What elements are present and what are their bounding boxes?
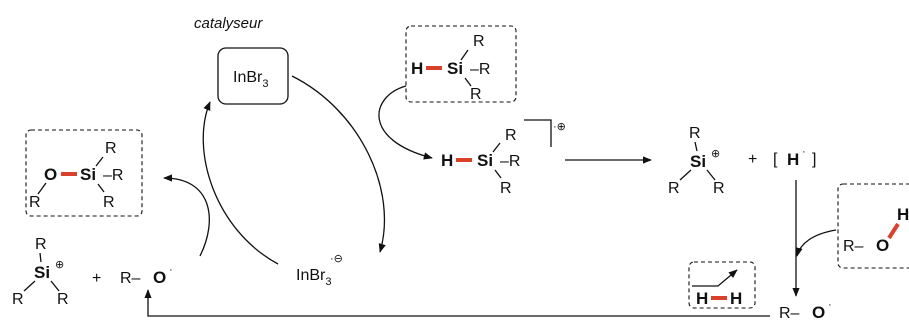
- svg-text:R: R: [103, 194, 115, 211]
- svg-text:·: ·: [802, 146, 806, 158]
- svg-text:O: O: [153, 268, 166, 287]
- svg-text:H: H: [441, 151, 453, 170]
- svg-text:H: H: [730, 289, 742, 308]
- arrow-alcohol-in: [795, 229, 837, 257]
- svg-text:Si: Si: [477, 151, 493, 170]
- svg-text:–R: –R: [470, 61, 490, 78]
- svg-text:R: R: [713, 180, 725, 197]
- silylium-ion-left: R Si ⊕ R R: [12, 236, 69, 308]
- svg-text:R: R: [505, 127, 517, 144]
- svg-text:R: R: [57, 291, 69, 308]
- plus-sign-left: +: [92, 270, 101, 287]
- svg-text:R–: R–: [120, 270, 141, 287]
- svg-text:R–: R–: [843, 238, 864, 255]
- svg-text:[: [: [773, 151, 778, 168]
- alcohol: R– O H: [843, 205, 909, 255]
- silyl-ether-box: [25, 129, 143, 217]
- svg-text:·: ·: [169, 264, 173, 276]
- svg-text:R: R: [29, 194, 41, 211]
- svg-text:InBr3: InBr3: [296, 267, 331, 288]
- svg-text:–R: –R: [103, 167, 123, 184]
- svg-text:R: R: [105, 140, 117, 157]
- svg-text:Si: Si: [34, 263, 50, 282]
- svg-text:·: ·: [828, 299, 832, 311]
- hydrogen-radical: [ H · ]: [773, 146, 816, 169]
- arrow-to-silyl-ether: [163, 174, 210, 257]
- alkoxy-radical-right: R– O ·: [779, 299, 832, 322]
- svg-text:O: O: [812, 303, 825, 322]
- svg-text:O: O: [876, 236, 889, 255]
- silylium-ion-right: R Si ⊕ R R: [668, 125, 725, 197]
- inbr3-radical-anion: InBr3 ·⊖: [296, 253, 343, 288]
- svg-text:O: O: [44, 165, 57, 184]
- arrow-catalyst-to-anion: [291, 75, 386, 253]
- svg-text:R: R: [470, 86, 482, 103]
- svg-text:Si: Si: [80, 165, 96, 184]
- svg-text:R: R: [473, 33, 485, 50]
- svg-text:Si: Si: [690, 152, 706, 171]
- dihydrogen: H H: [692, 269, 742, 308]
- catalyst-caption: catalyseur: [194, 15, 263, 32]
- o-h-bond-highlight: [887, 222, 900, 240]
- plus-sign-right: +: [748, 151, 757, 168]
- svg-text:⊕: ⊕: [55, 259, 64, 271]
- arrow-silane-to-radical-cation: [378, 85, 433, 160]
- silane-reactant-box: [405, 25, 517, 103]
- catalyst-box: [217, 47, 289, 105]
- svg-text:⊕: ⊕: [711, 148, 720, 160]
- svg-text:R–: R–: [779, 305, 800, 322]
- svg-text:H: H: [787, 150, 799, 169]
- alkoxy-radical-left: R– O ·: [120, 264, 173, 287]
- arrow-anion-to-catalyst: [202, 101, 279, 265]
- arrow-return-bottom: [144, 289, 770, 317]
- svg-text:R: R: [668, 180, 680, 197]
- silane-radical-cation: R H Si –R R ·⊕: [441, 119, 566, 197]
- svg-text:·⊕: ·⊕: [553, 121, 566, 133]
- svg-text:H: H: [696, 289, 708, 308]
- svg-text:H: H: [411, 59, 423, 78]
- silane-reactant: R H Si –R R: [411, 33, 490, 103]
- svg-text:]: ]: [812, 151, 816, 168]
- svg-text:R: R: [12, 291, 24, 308]
- svg-text:R: R: [500, 180, 512, 197]
- svg-text:R: R: [35, 236, 47, 253]
- svg-text:R: R: [689, 125, 701, 142]
- svg-text:H: H: [897, 205, 909, 224]
- silyl-ether: R O Si –R R R: [29, 140, 123, 211]
- svg-text:·⊖: ·⊖: [330, 253, 343, 265]
- svg-text:–R: –R: [500, 153, 520, 170]
- catalyst-inbr3: InBr3: [233, 69, 268, 90]
- dihydrogen-box: [688, 261, 756, 309]
- svg-text:Si: Si: [447, 59, 463, 78]
